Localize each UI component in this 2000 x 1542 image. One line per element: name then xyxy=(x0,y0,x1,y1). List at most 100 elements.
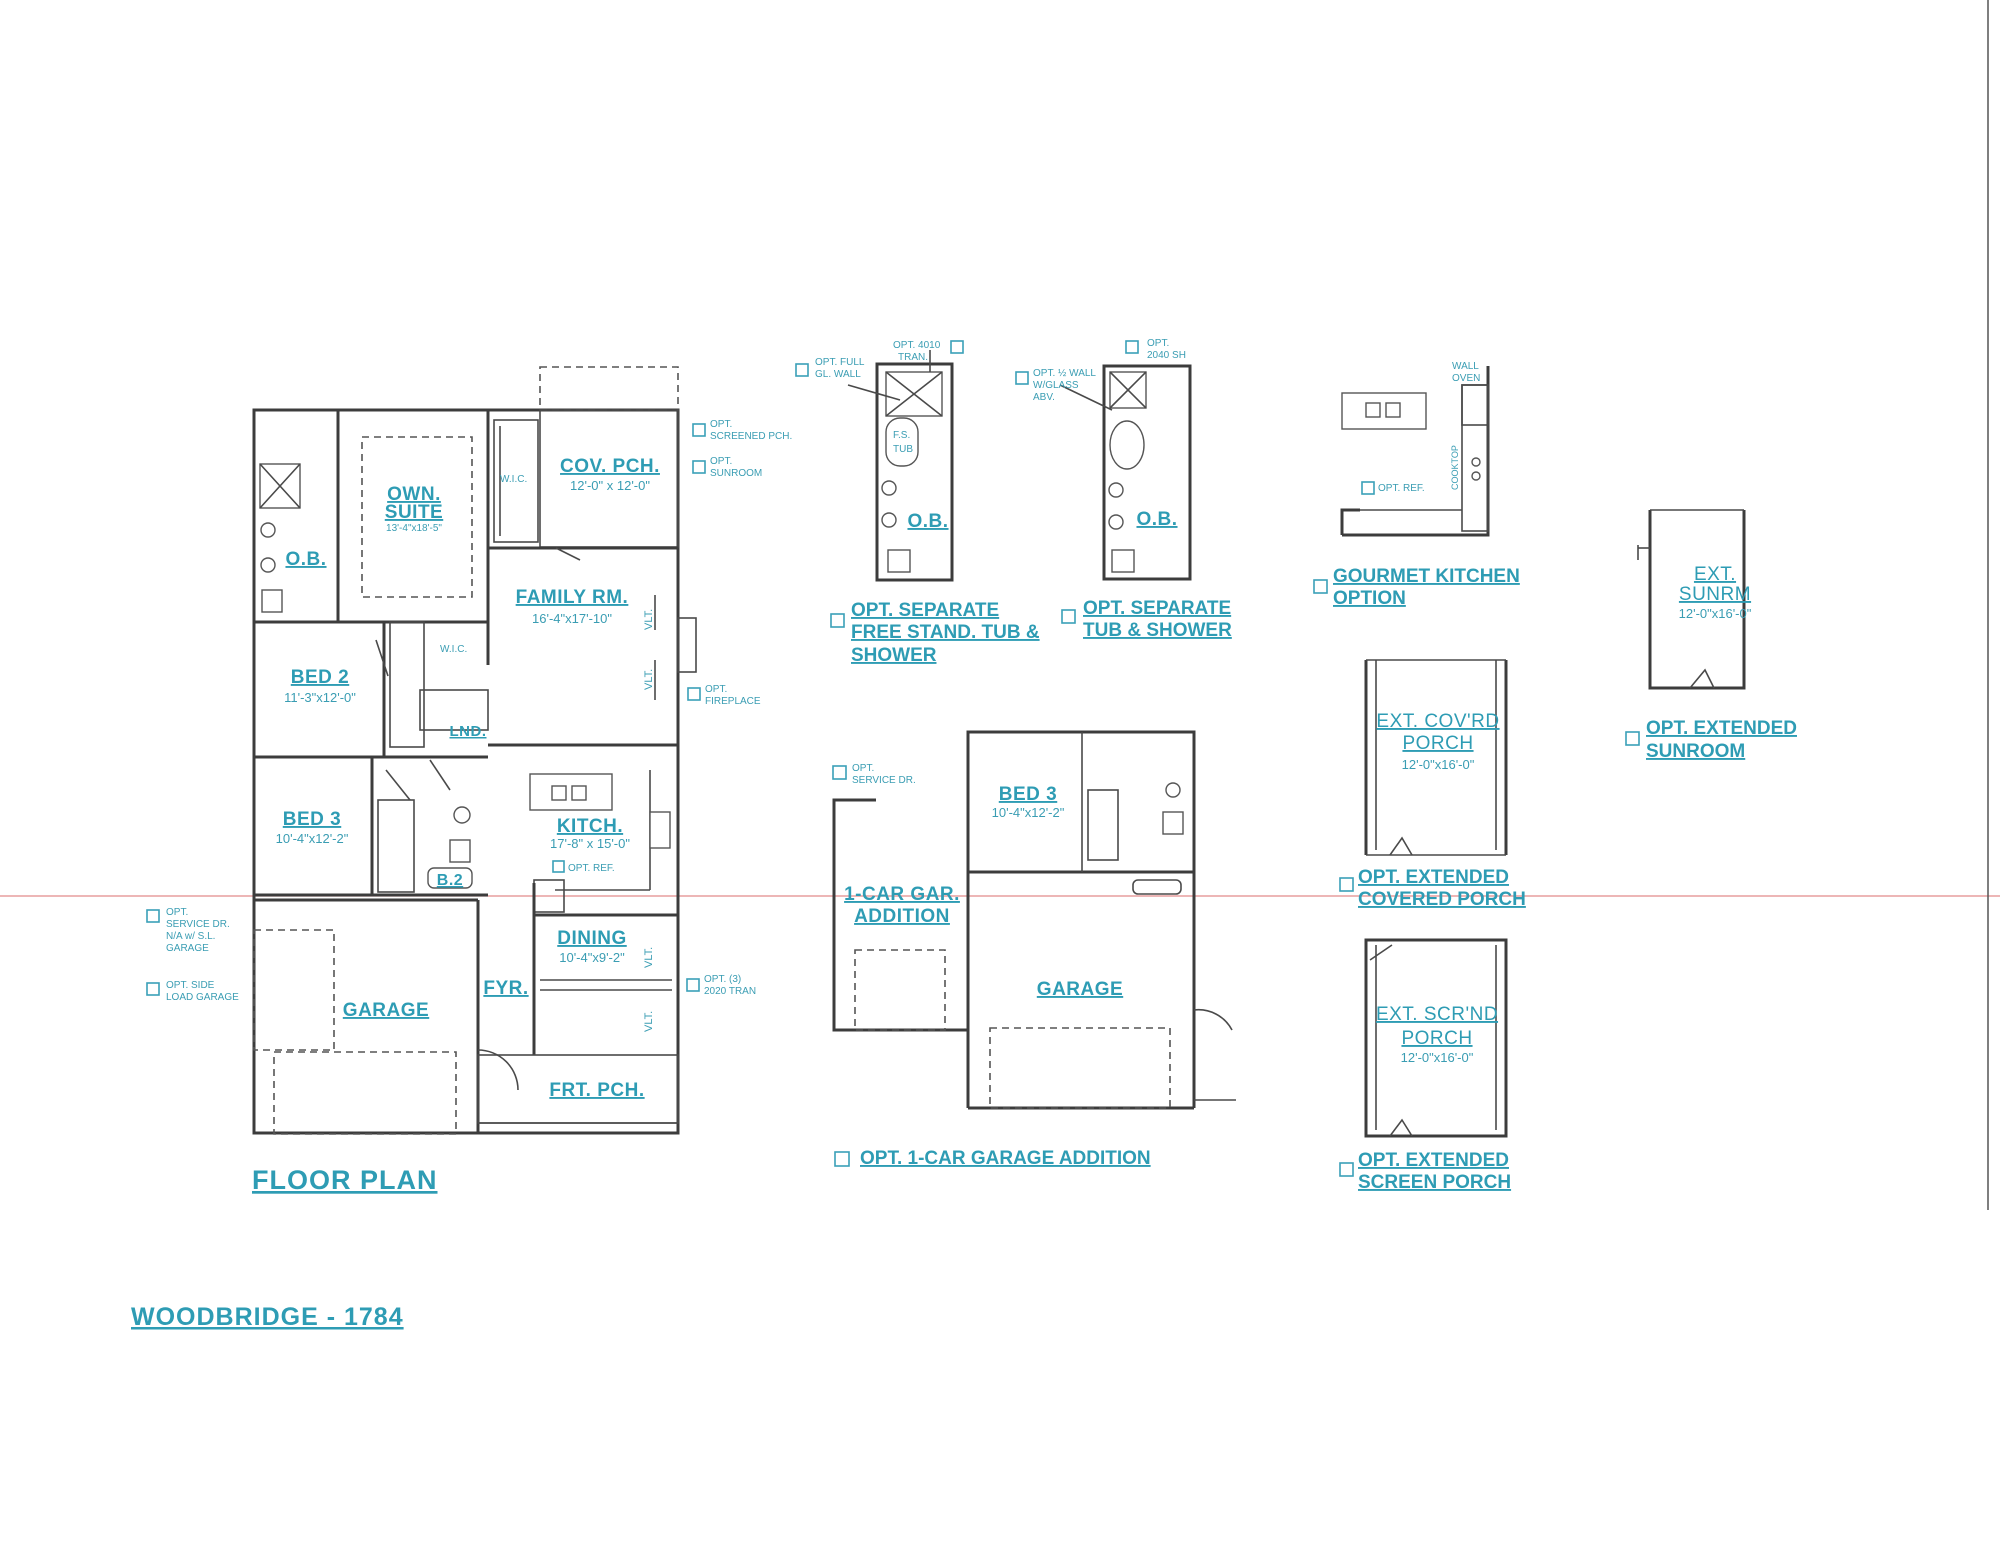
opt-screened-pch-note-1: OPT. xyxy=(710,419,732,430)
ext-sunroom-plan xyxy=(1637,509,1746,690)
opt-full-gl-wall-note-1: OPT. FULL xyxy=(815,357,865,368)
opt-extended-screen-porch-checkbox[interactable] xyxy=(1339,1162,1354,1177)
dining-dim: 10'-4"x9'-2" xyxy=(559,950,625,965)
ext-covered-porch-plan xyxy=(1364,659,1508,856)
car-garage-label-1: 1-CAR GAR. xyxy=(844,884,960,905)
garage-add-bed3-label: BED 3 xyxy=(999,784,1057,805)
gourmet-kitchen-label-1: GOURMET KITCHEN xyxy=(1333,566,1520,587)
opt-fireplace-checkbox[interactable] xyxy=(687,687,701,701)
master-bath-label: O.B. xyxy=(285,549,326,570)
own-suite-dim: 13'-4"x18'-5" xyxy=(386,523,442,534)
kitchen-label: KITCH. xyxy=(557,816,623,837)
opt-ref-checkbox[interactable] xyxy=(552,860,565,873)
opt-free-stand-tub-label-3: SHOWER xyxy=(851,645,937,666)
opt-1-car-garage-label: OPT. 1-CAR GARAGE ADDITION xyxy=(860,1148,1151,1169)
opt-half-wall-note-3: ABV. xyxy=(1033,392,1055,403)
floor-plan-title: FLOOR PLAN xyxy=(252,1165,438,1195)
garage-add-service-note-2: SERVICE DR. xyxy=(852,775,916,786)
garage-addition-plan xyxy=(832,730,1236,1110)
own-suite-label-2: SUITE xyxy=(385,502,443,523)
opt-fireplace-note-2: FIREPLACE xyxy=(705,696,761,707)
opt-sunroom-checkbox[interactable] xyxy=(692,460,706,474)
opt-full-gl-wall-checkbox[interactable] xyxy=(795,363,809,377)
opt-service-note-4: GARAGE xyxy=(166,943,209,954)
opt-side-load-checkbox[interactable] xyxy=(146,982,160,996)
opt-free-stand-tub-checkbox[interactable] xyxy=(830,613,845,628)
gourmet-kitchen-plan xyxy=(1340,366,1490,537)
opt-separate-tub-shower-label-1: OPT. SEPARATE xyxy=(1083,598,1231,619)
vault-label-2: VLT. xyxy=(643,669,655,690)
opt-ref-label: OPT. REF. xyxy=(568,863,615,874)
gourmet-kitchen-checkbox[interactable] xyxy=(1313,579,1328,594)
ext-covered-porch-name-2: PORCH xyxy=(1402,733,1473,754)
wall-oven-label-2: OVEN xyxy=(1452,373,1480,384)
opt-shower-ob-label: O.B. xyxy=(1136,509,1177,530)
fs-tub-label-2: TUB xyxy=(893,444,913,455)
gourmet-opt-ref-label: OPT. REF. xyxy=(1378,483,1425,494)
opt-tran-checkbox[interactable] xyxy=(686,978,700,992)
opt-extended-sunroom-checkbox[interactable] xyxy=(1625,731,1640,746)
opt-side-load-note-1: OPT. SIDE xyxy=(166,980,215,991)
bed2-dim: 11'-3"x12'-0" xyxy=(284,690,356,705)
ext-sunroom-dim: 12'-0"x16'-0" xyxy=(1679,606,1752,621)
opt-half-wall-checkbox[interactable] xyxy=(1015,371,1029,385)
wic-label-2: W.I.C. xyxy=(440,644,467,655)
ext-screen-porch-name-1: EXT. SCR'ND xyxy=(1376,1004,1498,1025)
opt-tran-note-1: OPT. (3) xyxy=(704,974,741,985)
opt-half-wall-note-2: W/GLASS xyxy=(1033,380,1079,391)
opt-sunroom-note-2: SUNROOM xyxy=(710,468,762,479)
laundry-label: LND. xyxy=(450,723,487,740)
plan-name-title: WOODBRIDGE - 1784 xyxy=(131,1303,404,1331)
main-floor-plan xyxy=(252,366,697,1135)
garage-add-bed3-dim: 10'-4"x12'-2" xyxy=(992,805,1065,820)
cooktop-label: COOKTOP xyxy=(1450,445,1460,490)
opt-1-car-garage-checkbox[interactable] xyxy=(834,1151,850,1167)
bed2-label: BED 2 xyxy=(291,667,349,688)
opt-fireplace-note-1: OPT. xyxy=(705,684,727,695)
vault-label-3: VLT. xyxy=(643,947,655,968)
opt-tub-ob-label: O.B. xyxy=(907,511,948,532)
ext-covered-porch-dim: 12'-0"x16'-0" xyxy=(1402,757,1475,772)
opt-screened-pch-note-2: SCREENED PCH. xyxy=(710,431,792,442)
opt-extended-covered-porch-checkbox[interactable] xyxy=(1339,877,1354,892)
ext-screen-porch-name-2: PORCH xyxy=(1401,1028,1472,1049)
bed3-label: BED 3 xyxy=(283,809,341,830)
cov-pch-dim: 12'-0" x 12'-0" xyxy=(570,478,650,493)
gourmet-kitchen-label-2: OPTION xyxy=(1333,588,1406,609)
opt-4010-tran-note-2: TRAN. xyxy=(898,352,928,363)
vault-label-4: VLT. xyxy=(643,1011,655,1032)
opt-separate-tub-shower-checkbox[interactable] xyxy=(1061,609,1076,624)
fs-tub-label-1: F.S. xyxy=(893,430,910,441)
opt-2040-sh-checkbox[interactable] xyxy=(1125,340,1139,354)
opt-extended-covered-porch-label-2: COVERED PORCH xyxy=(1358,889,1526,910)
opt-tran-note-2: 2020 TRAN xyxy=(704,986,756,997)
opt-2040-sh-note-2: 2040 SH xyxy=(1147,350,1186,361)
dining-label: DINING xyxy=(557,928,627,949)
wic-label-1: W.I.C. xyxy=(500,474,527,485)
family-rm-dim: 16'-4"x17'-10" xyxy=(532,611,612,626)
ext-covered-porch-name-1: EXT. COV'RD xyxy=(1376,711,1499,732)
kitchen-dim: 17'-8" x 15'-0" xyxy=(550,836,630,851)
opt-2040-sh-note-1: OPT. xyxy=(1147,338,1169,349)
opt-shower-plan xyxy=(1059,364,1192,581)
wall-oven-label-1: WALL xyxy=(1452,361,1479,372)
vault-label-1: VLT. xyxy=(643,609,655,630)
car-garage-label-2: ADDITION xyxy=(854,906,950,927)
opt-full-gl-wall-note-2: GL. WALL xyxy=(815,369,861,380)
opt-screened-pch-checkbox[interactable] xyxy=(692,423,706,437)
opt-service-door-checkbox[interactable] xyxy=(146,909,160,923)
garage-add-service-checkbox[interactable] xyxy=(832,765,847,780)
opt-half-wall-note-1: OPT. ½ WALL xyxy=(1033,368,1096,379)
opt-free-stand-tub-label-2: FREE STAND. TUB & xyxy=(851,622,1040,643)
opt-service-note-2: SERVICE DR. xyxy=(166,919,230,930)
opt-sunroom-note-1: OPT. xyxy=(710,456,732,467)
ext-sunroom-name-1: EXT. xyxy=(1694,564,1736,585)
opt-extended-screen-porch-label-1: OPT. EXTENDED xyxy=(1358,1150,1509,1171)
gourmet-opt-ref-checkbox[interactable] xyxy=(1361,481,1375,495)
opt-4010-tran-checkbox[interactable] xyxy=(950,340,964,354)
opt-extended-sunroom-label-2: SUNROOM xyxy=(1646,741,1745,762)
opt-tub-plan xyxy=(847,350,954,582)
ext-sunroom-name-2: SUNRM xyxy=(1679,584,1751,605)
family-rm-label: FAMILY RM. xyxy=(516,587,629,608)
